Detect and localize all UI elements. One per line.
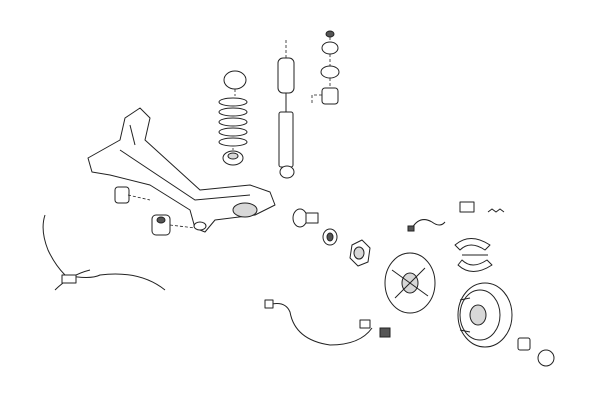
coil-spring	[218, 97, 248, 150]
brake-hose	[407, 219, 446, 232]
brake-backing-plate	[384, 252, 436, 314]
rear-axle-beam	[87, 107, 276, 233]
hub-nut	[517, 337, 555, 367]
abs-sensor	[264, 299, 391, 346]
handbrake-cable	[42, 214, 166, 291]
dust-boot	[277, 57, 295, 94]
brake-drum	[457, 282, 513, 348]
axle-bushing	[151, 214, 196, 236]
brake-shoes	[454, 238, 493, 272]
spring-seat	[222, 150, 244, 166]
strut-mount-stack	[311, 30, 340, 105]
axle-bushing	[114, 186, 151, 204]
spring-clip	[459, 201, 505, 213]
wheel-hub	[349, 239, 371, 267]
spring-cap	[223, 70, 247, 96]
wheel-bearing	[322, 228, 338, 246]
shock-absorber	[278, 40, 295, 179]
wheel-bearing	[292, 208, 319, 228]
